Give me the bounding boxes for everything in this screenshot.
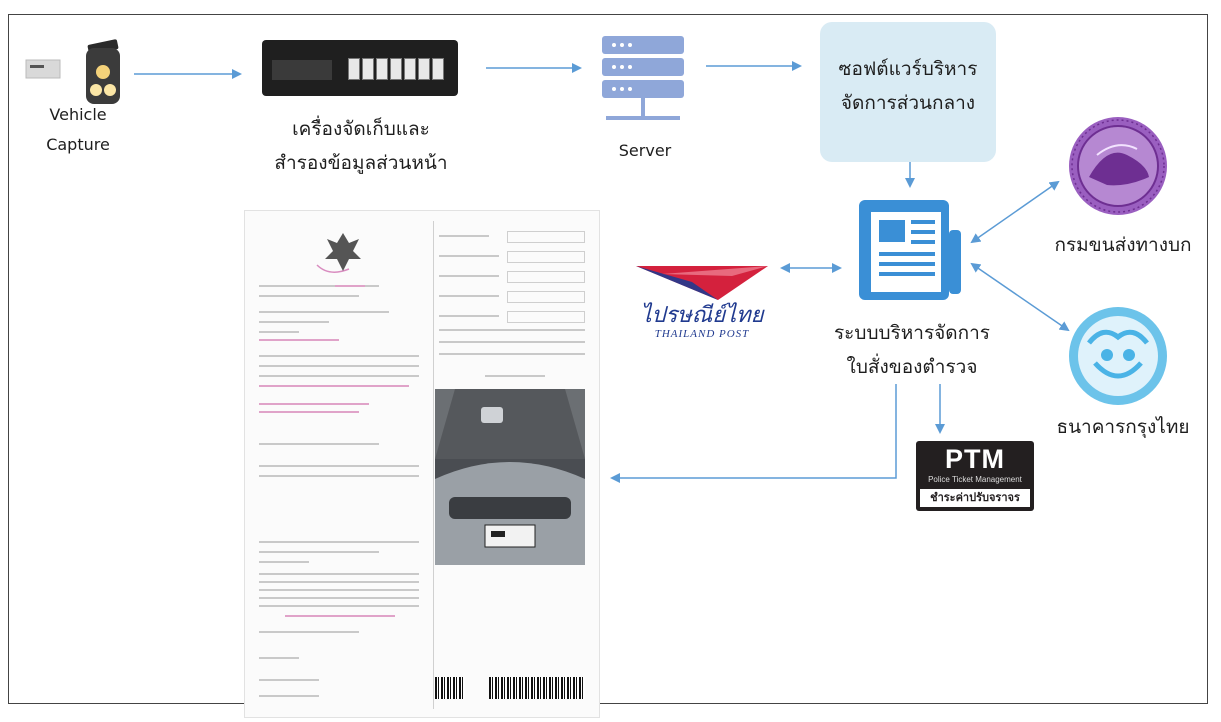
camera-icon [25,39,120,104]
thailand-post-logo: ไปรษณีย์ไทย THAILAND POST [632,258,772,348]
central-line2: จัดการส่วนกลาง [840,92,976,114]
dlt-seal-icon [1069,117,1167,215]
server-icon [602,36,684,120]
ptm-tagline: ชำระค่าปรับจราจร [920,489,1030,507]
emblem-icon [316,233,361,273]
central-line1: ซอฟต์แวร์บริหาร [838,58,978,80]
ptm-logo: PTM Police Ticket Management ชำระค่าปรับ… [916,441,1034,511]
recorder-label: เครื่องจัดเก็บและ สำรองข้อมูลส่วนหน้า [256,112,466,180]
police-ticket-document [244,210,600,718]
ptm-subtitle: Police Ticket Management [928,475,1022,484]
vehicle-capture-line1: Vehicle [49,105,107,124]
ktb-label: ธนาคารกรุงไทย [1056,416,1190,438]
traffic-photo [435,389,585,565]
recorder-line2: สำรองข้อมูลส่วนหน้า [274,152,448,174]
diagram-frame [8,14,1208,704]
system-label: ระบบบริหารจัดการ ใบสั่งของตำรวจ [826,316,998,384]
vehicle-capture-label: Vehicle Capture [38,100,118,160]
central-software-box: ซอฟต์แวร์บริหาร จัดการส่วนกลาง [820,22,996,162]
recorder-line1: เครื่องจัดเก็บและ [292,118,430,140]
ptm-title: PTM [945,444,1005,474]
system-line1: ระบบบริหารจัดการ [833,322,991,344]
system-line2: ใบสั่งของตำรวจ [846,356,978,378]
recorder-icon [262,40,458,96]
thailand-post-thai: ไปรษณีย์ไทย [640,303,764,328]
report-icon [859,200,961,300]
vehicle-capture-line2: Capture [46,135,110,154]
ktb-logo-icon [1069,307,1167,405]
server-label: Server [618,141,672,160]
dlt-label: กรมขนส่งทางบก [1054,234,1192,256]
thailand-post-english: THAILAND POST [654,328,750,340]
